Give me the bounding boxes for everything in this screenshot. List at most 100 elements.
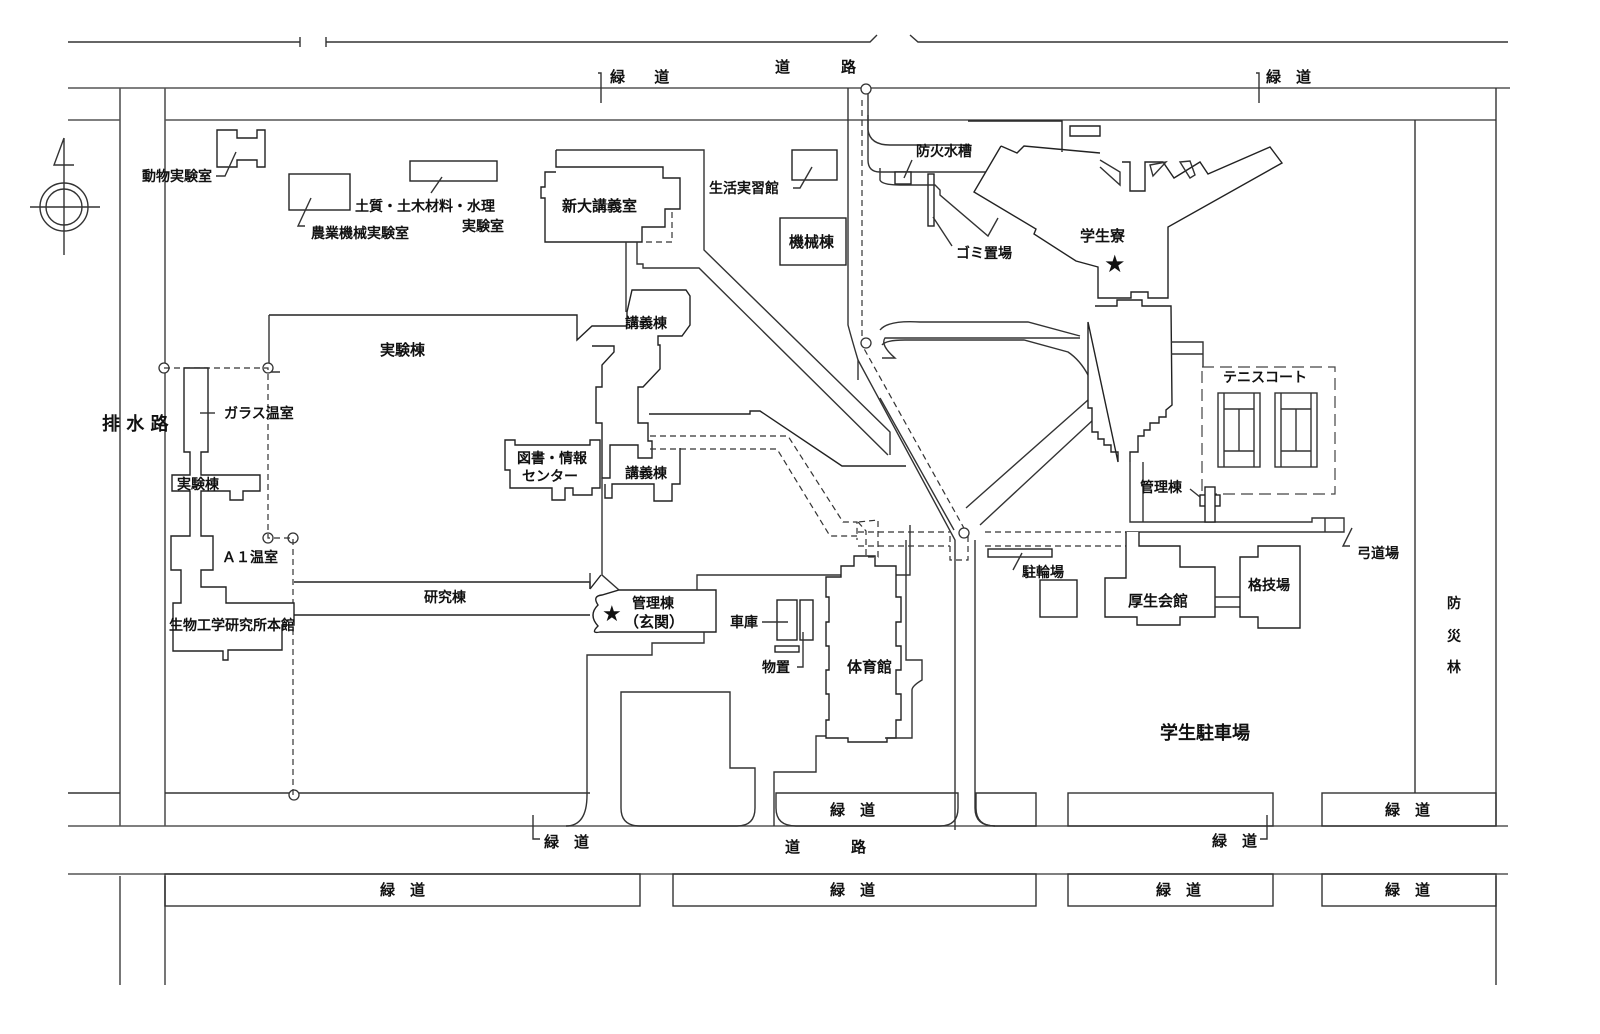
path (773, 735, 834, 826)
dormitory-label: 学生寮 (1080, 227, 1126, 245)
west-building-cluster[interactable] (170, 367, 295, 661)
dormitory-building[interactable] (973, 145, 1284, 299)
green-path-label: 緑 道 (544, 833, 589, 851)
green-path-label: 緑 道 (1156, 881, 1201, 899)
covered-walkway (856, 519, 879, 558)
animal-lab-label: 動物実験室 (142, 168, 212, 185)
green-path-label: 緑 道 (1212, 832, 1257, 850)
dormitory-south-wing[interactable] (1087, 299, 1173, 463)
road (857, 337, 1080, 830)
soil-lab-label-2: 実験室 (462, 218, 504, 235)
tennis-court-area[interactable] (1201, 366, 1336, 495)
dormitory-star-icon: ★ (1104, 250, 1126, 278)
a1-greenhouse-label: Ａ１温室 (222, 549, 278, 566)
martial-arts-hall-label: 格技場 (1248, 577, 1290, 594)
dormitory-annex (968, 120, 1101, 152)
green-path-label: 緑 道 (1385, 881, 1430, 899)
road (879, 397, 955, 531)
tennis-admin-building (1204, 486, 1216, 523)
lower-green-strips (164, 873, 1497, 907)
garage-building[interactable] (776, 599, 798, 641)
new-lecture-hall-building[interactable] (540, 150, 681, 243)
agri-machinery-lab-label: 農業機械実験室 (311, 225, 409, 242)
agri-machinery-lab-building[interactable] (288, 173, 351, 211)
green-path-label: 緑 道 (1266, 68, 1311, 86)
garbage-area[interactable] (927, 173, 935, 227)
path (625, 242, 889, 456)
small-building (1039, 579, 1078, 618)
entrance-star-icon: ★ (602, 602, 622, 627)
bicycle-parking-label: 駐輪場 (1022, 564, 1064, 581)
corridor (649, 410, 906, 467)
path (1125, 462, 1345, 533)
path (556, 149, 891, 455)
bioengineering-main-label: 生物工学研究所本館 (169, 617, 295, 634)
path (565, 525, 911, 827)
martial-arts-hall-building[interactable] (1239, 545, 1301, 629)
garage-label: 車庫 (730, 614, 758, 631)
library-label-2: センター (522, 469, 578, 485)
lecture-building-north[interactable] (269, 289, 691, 479)
gymnasium-label: 体育館 (847, 658, 892, 676)
drainage-label: 排 水 路 (102, 413, 170, 435)
gymnasium-building[interactable] (825, 555, 902, 743)
green-path-label: 緑 道 (830, 881, 875, 899)
welfare-hall-building[interactable] (1104, 532, 1216, 626)
upper-green-strips (532, 792, 1497, 840)
glass-greenhouse-label: ガラス温室 (224, 405, 294, 422)
shed (774, 645, 800, 653)
north-arrow-icon (30, 137, 100, 255)
forest-label-3: 林 (1447, 659, 1461, 676)
new-lecture-hall-label: 新大講義室 (562, 197, 637, 215)
forest-label-2: 災 (1447, 629, 1462, 645)
lecture-building-south[interactable] (604, 448, 681, 502)
storage-label: 物置 (762, 659, 790, 676)
admin-building-label-2: （玄関） (624, 613, 684, 631)
road (881, 339, 1089, 376)
library-building[interactable] (504, 439, 601, 501)
tennis-admin-label: 管理棟 (1140, 479, 1183, 496)
machinery-building-label: 機械棟 (789, 233, 835, 251)
experiment-building-small-label: 実験棟 (177, 476, 220, 493)
covered-walkway (949, 536, 969, 561)
garbage-area-label: ゴミ置場 (956, 245, 1012, 262)
student-parking-label: 学生駐車場 (1160, 722, 1250, 744)
parking-area (620, 691, 756, 827)
tennis-court-label: テニスコート (1223, 370, 1307, 386)
machinery-building[interactable] (779, 217, 847, 266)
life-practice-hall-building[interactable] (791, 149, 838, 181)
animal-lab-building[interactable] (216, 129, 266, 168)
soil-lab-label: 土質・土木材料・水理 (355, 198, 495, 215)
research-building-label: 研究棟 (424, 589, 467, 606)
green-path-label: 緑 道 (1385, 801, 1430, 819)
admin-building-entrance[interactable] (592, 589, 717, 634)
admin-building-label: 管理棟 (632, 595, 675, 612)
archery-hall-label: 弓道場 (1357, 545, 1399, 562)
top-road (68, 34, 1510, 121)
lecture-building-south-label: 講義棟 (625, 465, 668, 482)
bottom-road (68, 792, 1508, 875)
forest-label-1: 防 (1447, 595, 1461, 612)
fire-water-tank[interactable] (894, 171, 912, 185)
road (879, 320, 1081, 337)
fire-water-tank-label: 防火水槽 (916, 143, 972, 160)
covered-walkway (858, 531, 1126, 547)
green-path-label: 緑 道 (380, 881, 425, 899)
road (847, 88, 970, 380)
road (965, 399, 1094, 526)
tennis-court-icon (1217, 392, 1318, 468)
experiment-building-label: 実験棟 (380, 341, 426, 359)
life-practice-hall-label: 生活実習館 (709, 180, 779, 197)
library-label: 図書・情報 (517, 450, 588, 467)
drainage-channel (119, 87, 166, 985)
path (885, 540, 923, 739)
soil-lab-building[interactable] (409, 160, 498, 182)
green-path-label: 緑 道 (830, 801, 875, 819)
road (879, 168, 999, 238)
welfare-hall-label: 厚生会館 (1128, 592, 1188, 610)
green-path-label: 緑 道 (610, 68, 681, 86)
storage-building[interactable] (799, 599, 814, 641)
lecture-building-north-label: 講義棟 (625, 315, 668, 332)
top-road-label: 道 路 (775, 58, 874, 76)
